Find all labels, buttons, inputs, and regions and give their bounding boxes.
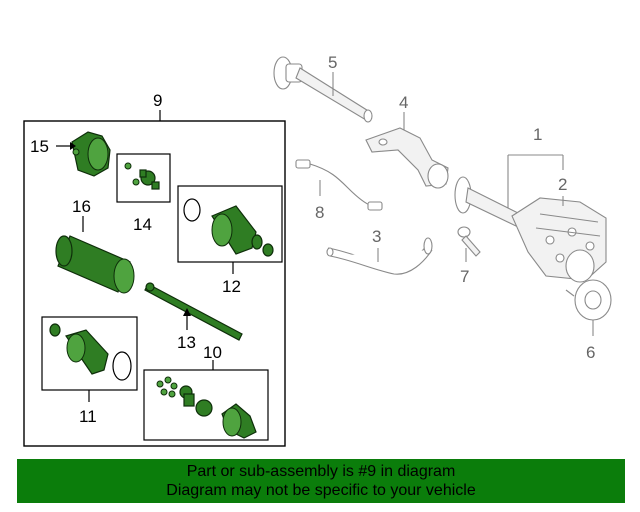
callout-5: 5 (328, 53, 337, 72)
cv-housing-part-15[interactable] (71, 131, 111, 177)
inner-boot-part-11[interactable] (49, 323, 132, 381)
sensor-part-8[interactable] (295, 159, 383, 211)
dynamic-damper-part-16[interactable] (55, 235, 135, 294)
axle-shaft-part-5[interactable] (273, 56, 373, 123)
info-banner: Part or sub-assembly is #9 in diagram Di… (17, 459, 625, 503)
parts-diagram: 5 4 1 2 3 8 7 6 9 15 14 16 1 (23, 53, 612, 447)
spider-part-14[interactable] (124, 162, 160, 190)
callout-14: 14 (133, 215, 152, 234)
outer-boot-part-12[interactable] (183, 198, 274, 257)
callout-2: 2 (558, 175, 567, 194)
bolt-part-7[interactable] (457, 226, 481, 257)
callout-3: 3 (372, 227, 381, 246)
assembly-9-box[interactable] (23, 120, 286, 447)
callout-8: 8 (315, 203, 324, 222)
callout-10: 10 (203, 343, 222, 362)
joint-kit-box-part-10[interactable] (143, 369, 269, 441)
callout-11: 11 (79, 407, 97, 426)
banner-line-2: Diagram may not be specific to your vehi… (166, 482, 476, 499)
spider-kit-box-part-14[interactable] (116, 153, 171, 203)
callout-6: 6 (586, 343, 595, 362)
housing-part-1[interactable] (454, 176, 607, 283)
callout-7: 7 (460, 267, 469, 286)
callout-1: 1 (533, 125, 542, 144)
axle-tube-part-4[interactable] (365, 127, 449, 189)
cv-joint-part-10[interactable] (156, 376, 257, 439)
callout-13: 13 (177, 333, 196, 352)
callout-15: 15 (30, 137, 49, 156)
axle-shaft-part-13[interactable] (144, 282, 243, 341)
callout-16: 16 (72, 197, 91, 216)
callout-12: 12 (222, 277, 241, 296)
bearing-flange-part-6[interactable] (565, 279, 612, 321)
callout-9: 9 (153, 91, 162, 110)
banner-line-1: Part or sub-assembly is #9 in diagram (186, 463, 456, 480)
outer-boot-kit-box-part-12[interactable] (177, 185, 283, 263)
callout-4: 4 (399, 93, 408, 112)
